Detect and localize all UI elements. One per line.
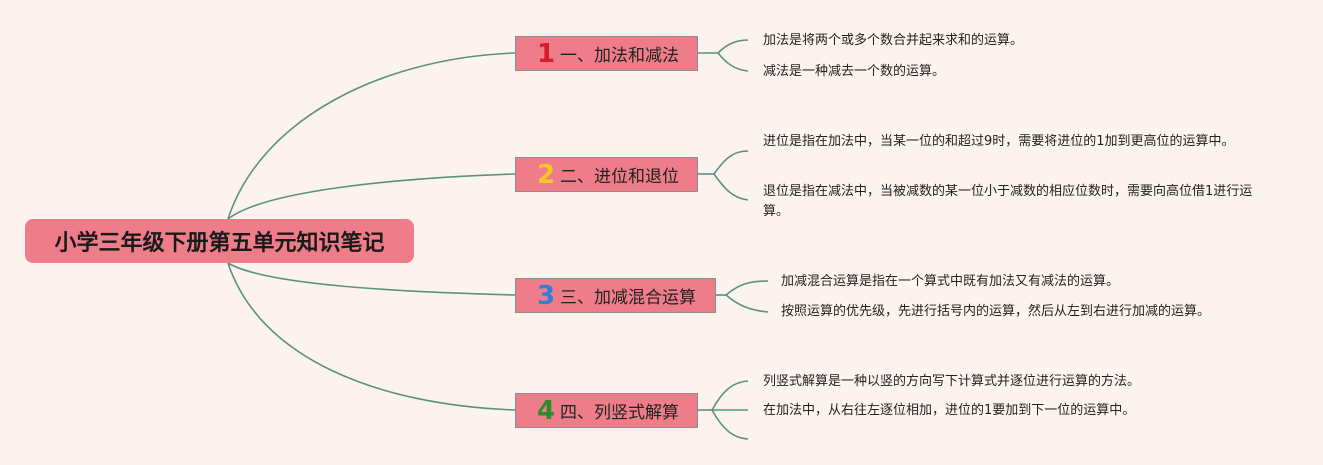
connector-root-branch-4 bbox=[227, 262, 516, 411]
branch-number-2: 2 bbox=[536, 159, 556, 190]
connector-branch-1-leaf-1 bbox=[717, 39, 749, 54]
branch-topic-3[interactable]: 3 三、加减混合运算 bbox=[515, 278, 716, 313]
connector-branch-3-leaf-2 bbox=[725, 294, 769, 313]
connector-branch-2-leaf-1 bbox=[713, 150, 749, 175]
root-title: 小学三年级下册第五单元知识笔记 bbox=[54, 231, 385, 256]
leaf-4-2: 在加法中，从右往左逐位相加，进位的1要加到下一位的运算中。 bbox=[763, 403, 1136, 418]
leaf-1-1: 加法是将两个或多个数合并起来求和的运算。 bbox=[763, 33, 1024, 48]
leaf-1-2: 减法是一种减去一个数的运算。 bbox=[763, 64, 946, 79]
connector-root-branch-3 bbox=[227, 262, 516, 296]
connector-branch-4-leaf-3 bbox=[711, 409, 749, 440]
branch-topic-1[interactable]: 1 一、加法和减法 bbox=[515, 36, 698, 71]
branch-number-4: 4 bbox=[536, 395, 556, 426]
leaf-2-1: 进位是指在加法中，当某一位的和超过9时，需要将进位的1加到更高位的运算中。 bbox=[763, 134, 1235, 149]
branch-label-2: 二、进位和退位 bbox=[560, 167, 679, 187]
branch-number-3: 3 bbox=[536, 280, 556, 311]
branch-label-1: 一、加法和减法 bbox=[560, 46, 679, 66]
connector-branch-3-leaf-1 bbox=[725, 280, 769, 296]
branch-topic-2[interactable]: 2 二、进位和退位 bbox=[515, 157, 698, 192]
connector-branch-4-leaf-1 bbox=[711, 380, 749, 411]
leaf-2-2: 退位是指在减法中，当被减数的某一位小于减数的相应位数时，需要向高位借1进行运算。 bbox=[763, 184, 1253, 219]
leaf-4-1: 列竖式解算是一种以竖的方向写下计算式并逐位进行运算的方法。 bbox=[763, 374, 1141, 389]
connector-branch-1-leaf-2 bbox=[717, 52, 749, 72]
root-topic[interactable]: 小学三年级下册第五单元知识笔记 bbox=[25, 219, 414, 263]
connector-branch-2-leaf-2 bbox=[713, 173, 749, 201]
leaf-3-2: 按照运算的优先级，先进行括号内的运算，然后从左到右进行加减的运算。 bbox=[781, 304, 1211, 319]
connector-root-branch-2 bbox=[227, 173, 516, 220]
branch-label-4: 四、列竖式解算 bbox=[560, 403, 679, 423]
branch-number-1: 1 bbox=[536, 38, 556, 69]
connector-root-branch-1 bbox=[227, 52, 516, 220]
branch-label-3: 三、加减混合运算 bbox=[560, 288, 696, 308]
leaf-3-1: 加减混合运算是指在一个算式中既有加法又有减法的运算。 bbox=[781, 274, 1120, 289]
branch-topic-4[interactable]: 4 四、列竖式解算 bbox=[515, 393, 698, 428]
